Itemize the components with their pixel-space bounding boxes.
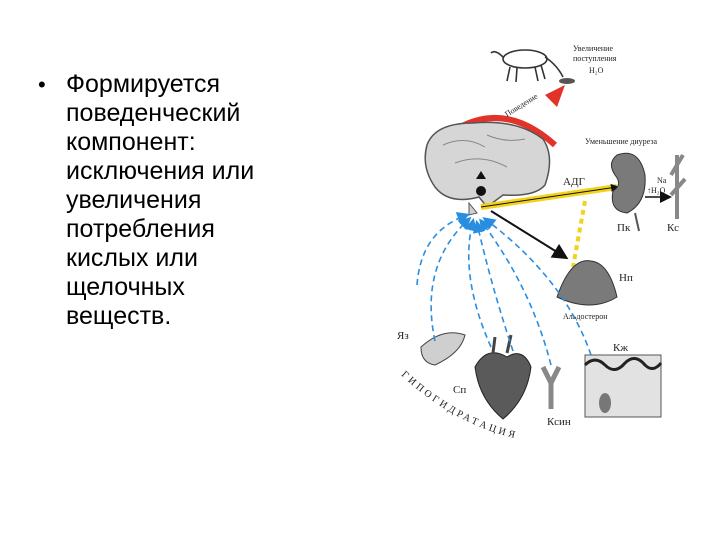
sp-label: Сп bbox=[453, 384, 466, 396]
bullet-block: • Формируется поведенческий компонент: и… bbox=[38, 70, 338, 331]
bullet-line: компонент: bbox=[66, 128, 254, 157]
kzh-label: Кж bbox=[613, 342, 628, 354]
ks-label: Кс bbox=[667, 222, 679, 234]
bullet-item: • Формируется поведенческий компонент: и… bbox=[38, 70, 338, 331]
hypohydration-diagram: Увеличение поступления H₂O Поведение АДГ… bbox=[395, 35, 695, 455]
intake-label-1: Увеличение bbox=[573, 44, 613, 53]
skin-section-icon bbox=[585, 355, 661, 417]
bullet-line: поведенческий bbox=[66, 99, 254, 128]
pk-label: Пк bbox=[617, 222, 631, 234]
afferent-arrow-heart-2 bbox=[477, 223, 513, 351]
na-label: Na bbox=[657, 176, 667, 185]
vessel-icon bbox=[671, 155, 685, 219]
bullet-line: Формируется bbox=[66, 70, 254, 99]
afferent-arrow-tongue bbox=[431, 219, 469, 341]
bullet-marker: • bbox=[38, 70, 66, 99]
kidney-icon bbox=[611, 153, 645, 231]
intake-label-2: поступления bbox=[573, 54, 617, 63]
bullet-text: Формируется поведенческий компонент: иск… bbox=[66, 70, 254, 331]
bullet-line: веществ. bbox=[66, 302, 254, 331]
tongue-icon bbox=[421, 333, 465, 365]
ksin-label: Ксин bbox=[547, 416, 571, 428]
intake-label-3: H₂O bbox=[589, 66, 604, 75]
yaz-label: Яз bbox=[397, 330, 409, 342]
np-label: Нп bbox=[619, 272, 633, 284]
adrenal-gland-icon bbox=[557, 261, 617, 305]
behavior-arrowhead bbox=[545, 85, 565, 107]
bullet-line: потребления bbox=[66, 215, 254, 244]
diuresis-label: Уменьшение диуреза bbox=[585, 137, 657, 146]
heart-icon bbox=[475, 335, 531, 419]
behavior-label: Поведение bbox=[503, 91, 539, 118]
adh-dashed-line bbox=[573, 201, 585, 267]
h2o-label: ↑H₂O bbox=[647, 186, 666, 195]
dog-icon bbox=[491, 50, 575, 84]
afferent-arrow-heart-1 bbox=[469, 221, 491, 347]
bullet-line: исключения или bbox=[66, 157, 254, 186]
carotid-sinus-icon bbox=[543, 367, 559, 409]
adh-label: АДГ bbox=[563, 176, 585, 188]
aldosterone-label: Альдостерон bbox=[563, 312, 608, 321]
bullet-line: увеличения bbox=[66, 186, 254, 215]
bullet-line: щелочных bbox=[66, 273, 254, 302]
afferent-arrow-outer bbox=[417, 215, 467, 285]
bullet-line: кислых или bbox=[66, 244, 254, 273]
